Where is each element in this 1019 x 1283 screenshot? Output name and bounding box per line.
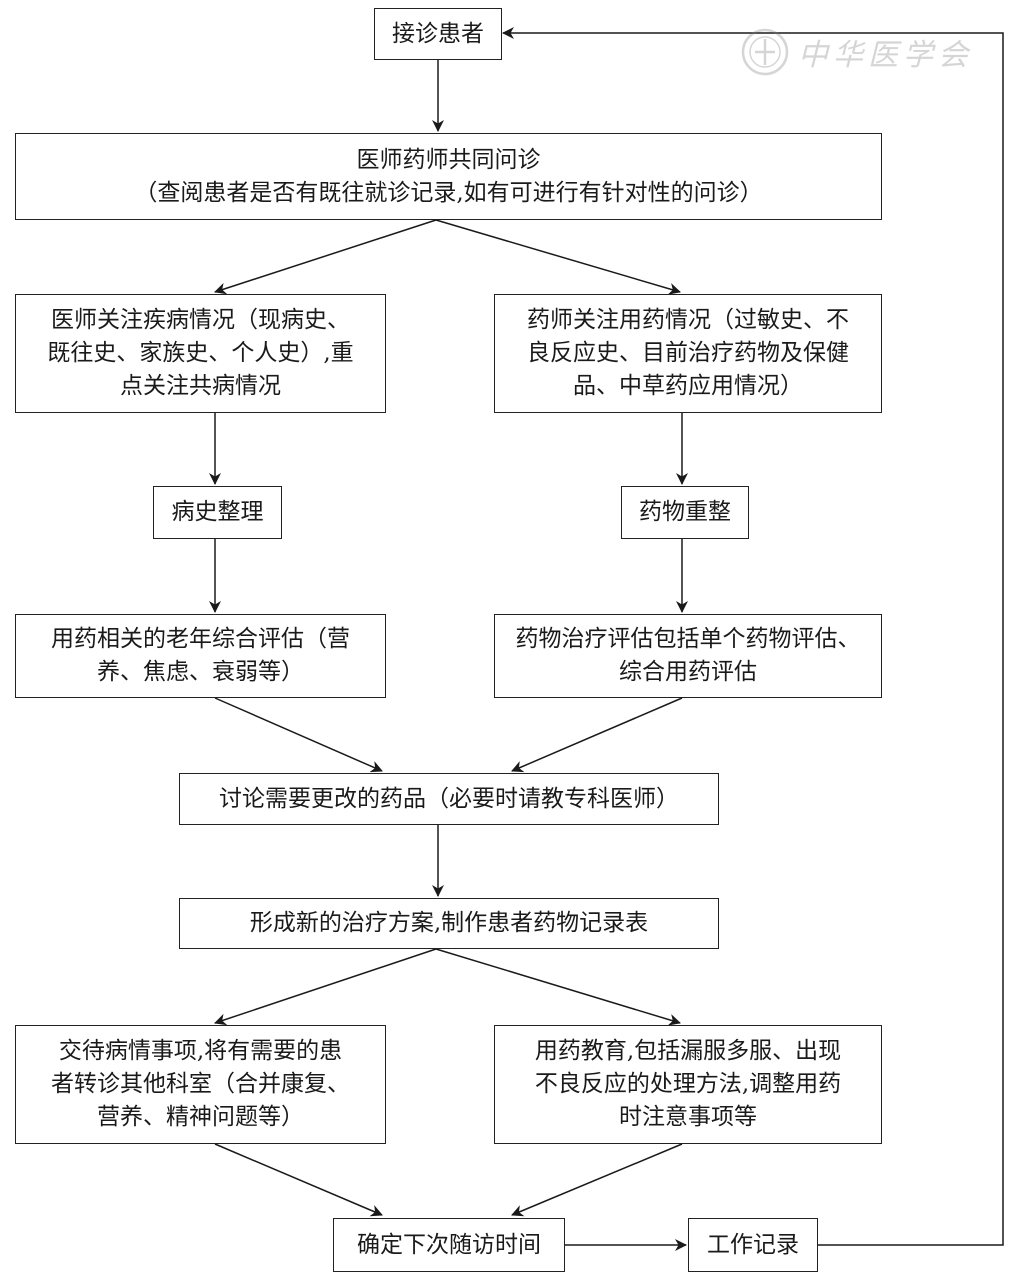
text-line: 药物治疗评估包括单个药物评估、 — [515, 626, 861, 652]
text-line: 既往史、家族史、个人史）,重 — [47, 340, 354, 366]
node-physician-focus: 医师关注疾病情况（现病史、 既往史、家族史、个人史）,重 点关注共病情况 — [15, 294, 386, 413]
node-next-follow-up: 确定下次随访时间 — [333, 1218, 565, 1272]
node-therapy-assessment: 药物治疗评估包括单个药物评估、 综合用药评估 — [494, 614, 882, 698]
node-geriatric-assessment: 用药相关的老年综合评估（营 养、焦虑、衰弱等） — [15, 614, 386, 698]
node-label: 病史整理 — [171, 499, 264, 525]
text-line: 养、焦虑、衰弱等） — [97, 659, 304, 685]
text-line: 用药教育,包括漏服多服、出现 — [534, 1038, 842, 1064]
node-note: （查阅患者是否有既往就诊记录,如有可进行有针对性的问诊） — [134, 179, 763, 206]
text-line: 时注意事项等 — [619, 1104, 757, 1130]
arrow-plan-to-education — [435, 948, 681, 1026]
node-medication-reconciliation: 药物重整 — [621, 486, 749, 539]
text-line: 交待病情事项,将有需要的患 — [58, 1038, 343, 1064]
node-medication-education: 用药教育,包括漏服多服、出现 不良反应的处理方法,调整用药 时注意事项等 — [494, 1025, 882, 1144]
node-joint-consultation: 医师药师共同问诊 （查阅患者是否有既往就诊记录,如有可进行有针对性的问诊） — [15, 133, 882, 220]
node-label: 接诊患者 — [392, 20, 484, 47]
node-label: 确定下次随访时间 — [357, 1231, 541, 1258]
text-line: 医师关注疾病情况（现病史、 — [51, 307, 350, 333]
arrow-consult-to-pharmacist — [435, 219, 681, 295]
text-line: 用药相关的老年综合评估（营 — [51, 626, 350, 652]
node-label: 药物重整 — [639, 499, 731, 525]
node-work-record: 工作记录 — [688, 1218, 818, 1272]
text-line: 营养、精神问题等） — [97, 1104, 304, 1130]
node-label: 工作记录 — [707, 1231, 799, 1258]
node-discuss-changes: 讨论需要更改的药品（必要时请教专科医师） — [179, 773, 719, 825]
node-pharmacist-focus: 药师关注用药情况（过敏史、不 良反应史、目前治疗药物及保健 品、中草药应用情况） — [494, 294, 882, 413]
arrow-therapy-to-discuss — [511, 697, 683, 773]
arrow-consult-to-physician — [214, 219, 437, 295]
arrow-geriatric-to-discuss — [214, 697, 383, 773]
text-line: 良反应史、目前治疗药物及保健 — [527, 340, 849, 366]
text-line: 不良反应的处理方法,调整用药 — [534, 1071, 842, 1097]
arrow-record-loop-to-receive — [502, 27, 1004, 1246]
arrow-plan-to-handover — [214, 948, 437, 1026]
text-line: 品、中草药应用情况） — [573, 373, 803, 399]
text-line: 者转诊其他科室（合并康复、 — [51, 1071, 350, 1097]
node-label: 讨论需要更改的药品（必要时请教专科医师） — [219, 785, 679, 812]
node-handover-referral: 交待病情事项,将有需要的患 者转诊其他科室（合并康复、 营养、精神问题等） — [15, 1025, 386, 1144]
watermark: 中华医学会 — [740, 26, 990, 78]
society-seal-icon — [741, 28, 789, 76]
text-line: 药师关注用药情况（过敏史、不 — [527, 307, 849, 333]
node-receive-patient: 接诊患者 — [374, 8, 502, 60]
watermark-text: 中华医学会 — [798, 38, 973, 73]
text-line: 点关注共病情况 — [120, 373, 281, 399]
node-history-review: 病史整理 — [153, 486, 282, 539]
arrow-education-to-nextvisit — [511, 1143, 683, 1217]
node-title: 医师药师共同问诊 — [356, 146, 541, 173]
text-line: 综合用药评估 — [619, 659, 757, 685]
arrow-handover-to-nextvisit — [214, 1143, 383, 1217]
node-new-treatment-plan: 形成新的治疗方案,制作患者药物记录表 — [179, 898, 719, 949]
node-label: 形成新的治疗方案,制作患者药物记录表 — [249, 910, 649, 936]
